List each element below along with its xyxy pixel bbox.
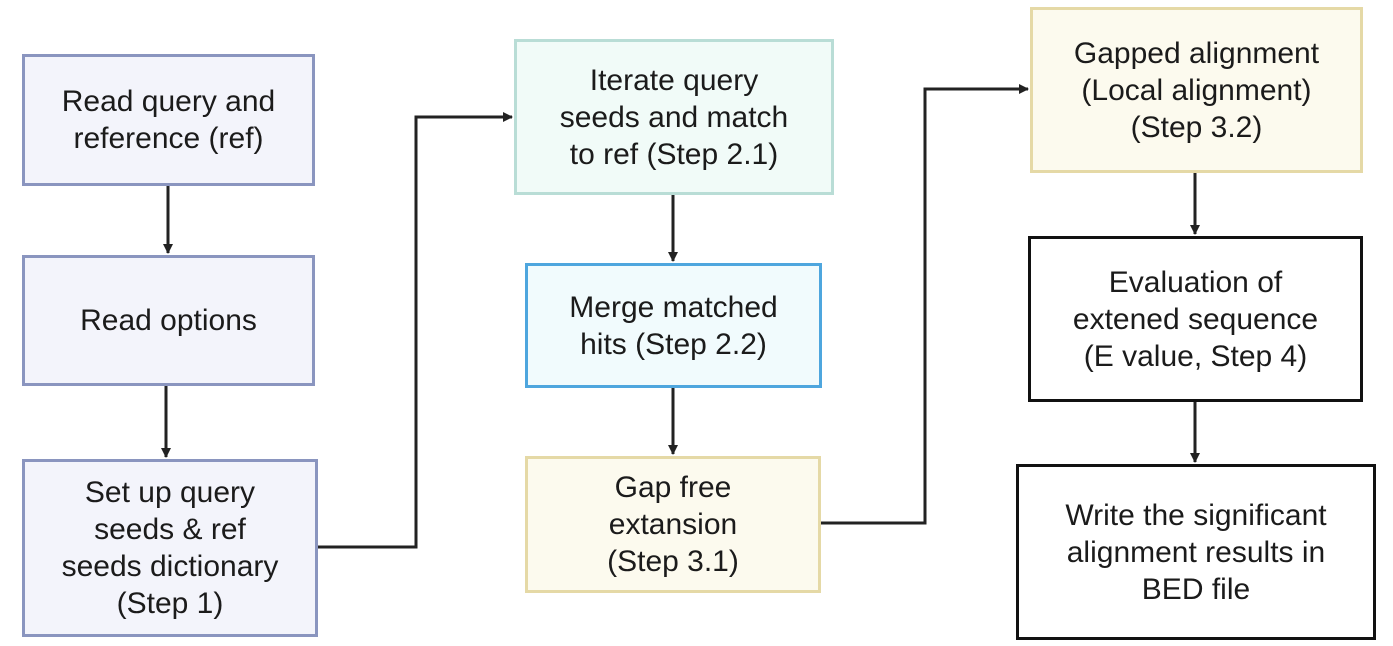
node-setup-seeds-label: Set up query seeds & ref seeds dictionar… (61, 476, 279, 620)
node-read-input: Read query and reference (ref) (22, 54, 315, 186)
arrow-setup-seeds-to-iterate-seeds (318, 112, 513, 549)
node-setup-seeds: Set up query seeds & ref seeds dictionar… (22, 459, 318, 637)
node-gap-free-label: Gap free extansion (Step 3.1) (607, 471, 739, 578)
node-read-options-label: Read options (80, 304, 257, 337)
node-write-results-label: Write the significant alignment results … (1065, 498, 1327, 606)
node-gap-free: Gap free extansion (Step 3.1) (525, 456, 821, 593)
node-iterate-seeds-label: Iterate query seeds and match to ref (St… (559, 63, 789, 171)
node-merge-hits: Merge matched hits (Step 2.2) (525, 263, 822, 388)
node-write-results: Write the significant alignment results … (1016, 464, 1376, 640)
node-read-input-label: Read query and reference (ref) (61, 85, 276, 155)
node-read-options: Read options (22, 255, 315, 386)
node-evaluation-label: Evaluation of extened sequence (E value,… (1072, 265, 1319, 373)
node-merge-hits-label: Merge matched hits (Step 2.2) (569, 290, 778, 361)
node-evaluation: Evaluation of extened sequence (E value,… (1028, 236, 1363, 402)
node-gapped-alignment-label: Gapped alignment (Local alignment) (Step… (1073, 36, 1320, 144)
arrow-gap-free-to-gapped-alignment (821, 84, 1029, 525)
node-gapped-alignment: Gapped alignment (Local alignment) (Step… (1030, 7, 1363, 173)
node-iterate-seeds: Iterate query seeds and match to ref (St… (514, 39, 834, 195)
